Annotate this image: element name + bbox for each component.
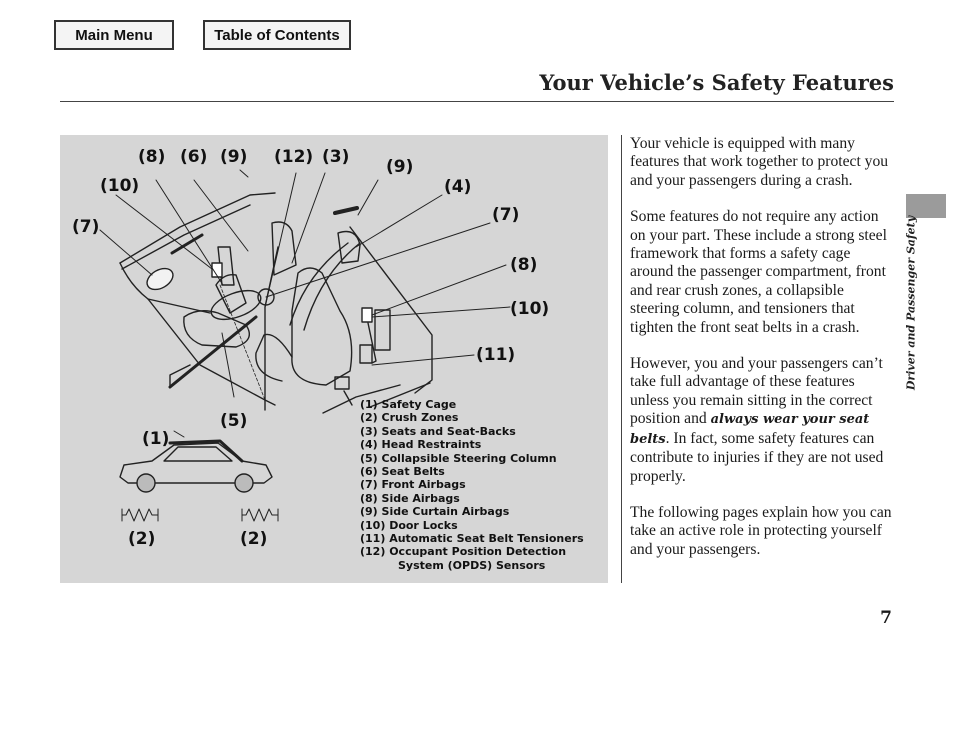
body-text: Your vehicle is equipped with many featu… xyxy=(630,135,892,577)
seat-belt-paragraph: However, you and your passengers can’t t… xyxy=(630,355,892,486)
callout-11-seat-belt-tensioners: (11) xyxy=(476,345,516,365)
callout-2-crush-zones: (2) xyxy=(128,529,156,549)
following-pages-paragraph: The following pages explain how you can … xyxy=(630,503,892,558)
safety-features-illustration xyxy=(99,169,511,522)
legend-item-continuation: System (OPDS) Sensors xyxy=(398,558,546,572)
callout-9-side-curtain-airbags: (9) xyxy=(386,157,414,177)
figure-legend: (1) Safety Cage (2) Crush Zones (3) Seat… xyxy=(360,398,584,572)
legend-item: (5) Collapsible Steering Column xyxy=(360,451,557,465)
seat-belt-text-start: However, you and your passengers can’t t… xyxy=(630,355,883,428)
main-menu-button[interactable]: Main Menu xyxy=(54,20,174,50)
callout-10-door-locks: (10) xyxy=(100,176,140,196)
callout-1-safety-cage: (1) xyxy=(142,429,170,449)
callout-7-front-airbags: (7) xyxy=(72,217,100,237)
seat-belt-text-end: . In fact, some safety features can cont… xyxy=(630,429,884,485)
callout-7-front-airbags: (7) xyxy=(492,205,520,225)
column-divider xyxy=(621,135,622,583)
callout-8-side-airbags: (8) xyxy=(138,147,166,167)
title-divider xyxy=(60,101,894,102)
legend-item: (3) Seats and Seat-Backs xyxy=(360,424,516,438)
always-wear-seat-belts-emphasis: always wear your seat belts xyxy=(630,412,870,447)
callout-10-door-locks: (10) xyxy=(510,299,550,319)
page-number: 7 xyxy=(880,608,892,628)
legend-item: (8) Side Airbags xyxy=(360,491,460,505)
table-of-contents-button[interactable]: Table of Contents xyxy=(203,20,351,50)
section-tab-marker xyxy=(906,194,946,218)
passive-features-paragraph: Some features do not require any action … xyxy=(630,208,887,336)
section-label: Driver and Passenger Safety xyxy=(904,215,918,391)
callout-2-crush-zones: (2) xyxy=(240,529,268,549)
legend-item: (12) Occupant Position Detection xyxy=(360,545,567,559)
legend-item: (6) Seat Belts xyxy=(360,465,445,479)
callout-3-seats: (3) xyxy=(322,147,350,167)
safety-features-figure: (8) (6) (9) (12) (3) (9) (10) (4) (7) (7… xyxy=(60,135,608,583)
section-label-text: Driver and Passenger Safety xyxy=(904,215,918,391)
callout-5-steering-column: (5) xyxy=(220,411,248,431)
legend-item: (4) Head Restraints xyxy=(360,438,482,452)
callout-8-side-airbags: (8) xyxy=(510,255,538,275)
legend-item: (11) Automatic Seat Belt Tensioners xyxy=(360,532,584,546)
legend-item: (1) Safety Cage xyxy=(360,398,457,411)
legend-item: (10) Door Locks xyxy=(360,518,458,532)
legend-item: (9) Side Curtain Airbags xyxy=(360,505,510,519)
callout-6-seat-belts: (6) xyxy=(180,147,208,167)
intro-paragraph: Your vehicle is equipped with many featu… xyxy=(630,135,889,189)
callout-12-opds-sensors: (12) xyxy=(274,147,314,167)
legend-item: (2) Crush Zones xyxy=(360,411,459,425)
callout-9-side-curtain-airbags: (9) xyxy=(220,147,248,167)
callout-4-head-restraints: (4) xyxy=(444,177,472,197)
legend-item: (7) Front Airbags xyxy=(360,478,466,492)
page-title: Your Vehicle’s Safety Features xyxy=(539,70,894,95)
